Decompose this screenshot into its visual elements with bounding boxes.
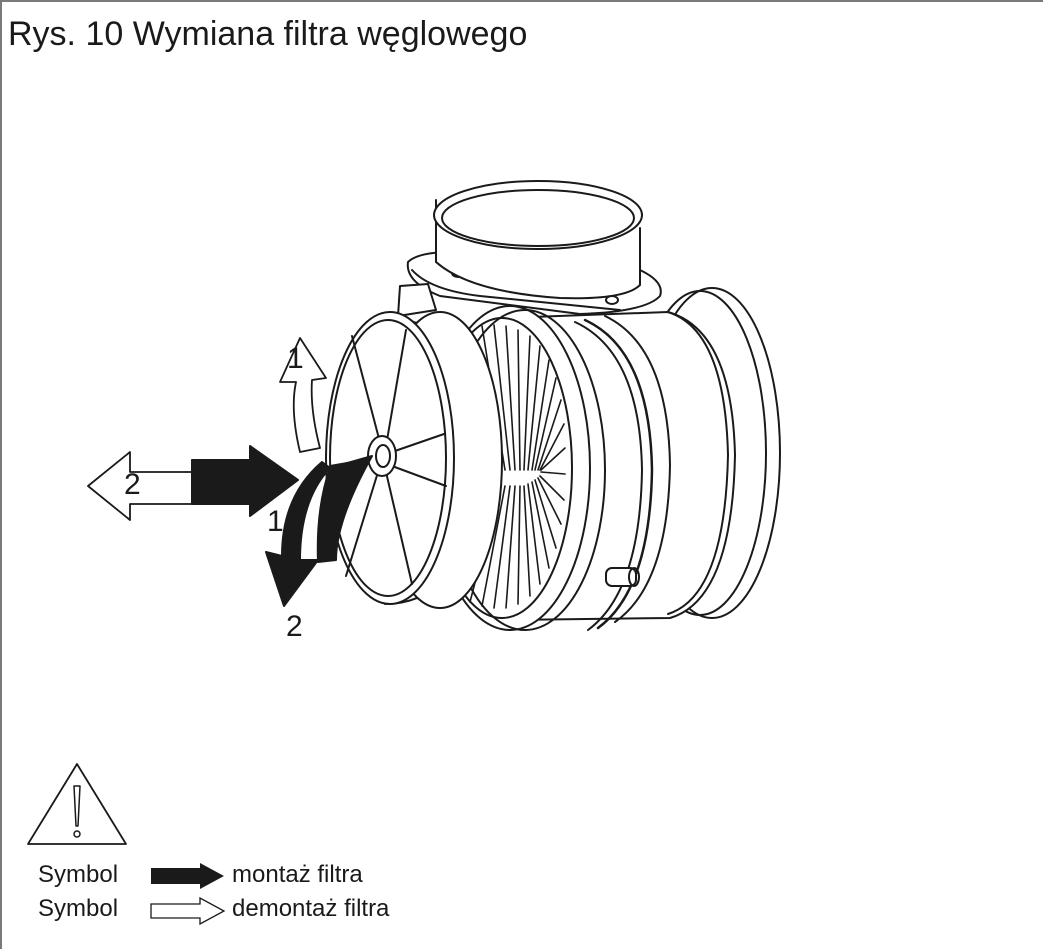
label-push-in: 1	[267, 505, 284, 538]
label-rotate-down: 2	[286, 610, 303, 643]
outline-arrow-icon	[150, 897, 226, 925]
label-pull-out: 2	[124, 468, 141, 501]
warning-triangle-icon	[27, 763, 127, 845]
legend-text-removal: demontaż filtra	[232, 895, 390, 922]
figure-title: Rys. 10 Wymiana filtra węglowego	[8, 15, 528, 53]
label-rotate-up: 1	[287, 342, 304, 375]
legend-text-assembly: montaż filtra	[232, 861, 363, 888]
rotate-down-arrow-body	[316, 455, 373, 563]
filled-arrow-icon	[151, 863, 224, 889]
outlet-spigot	[397, 180, 662, 317]
rotate-down-filled-arrow	[265, 461, 331, 607]
carbon-filter	[325, 311, 503, 609]
legend-symbol-label: Symbol	[38, 861, 119, 888]
push-in-filled-arrow	[191, 445, 299, 517]
rotate-up-outline-arrow	[279, 337, 327, 453]
pull-out-outline-arrow	[87, 451, 193, 521]
legend-symbol-label: Symbol	[38, 895, 119, 922]
